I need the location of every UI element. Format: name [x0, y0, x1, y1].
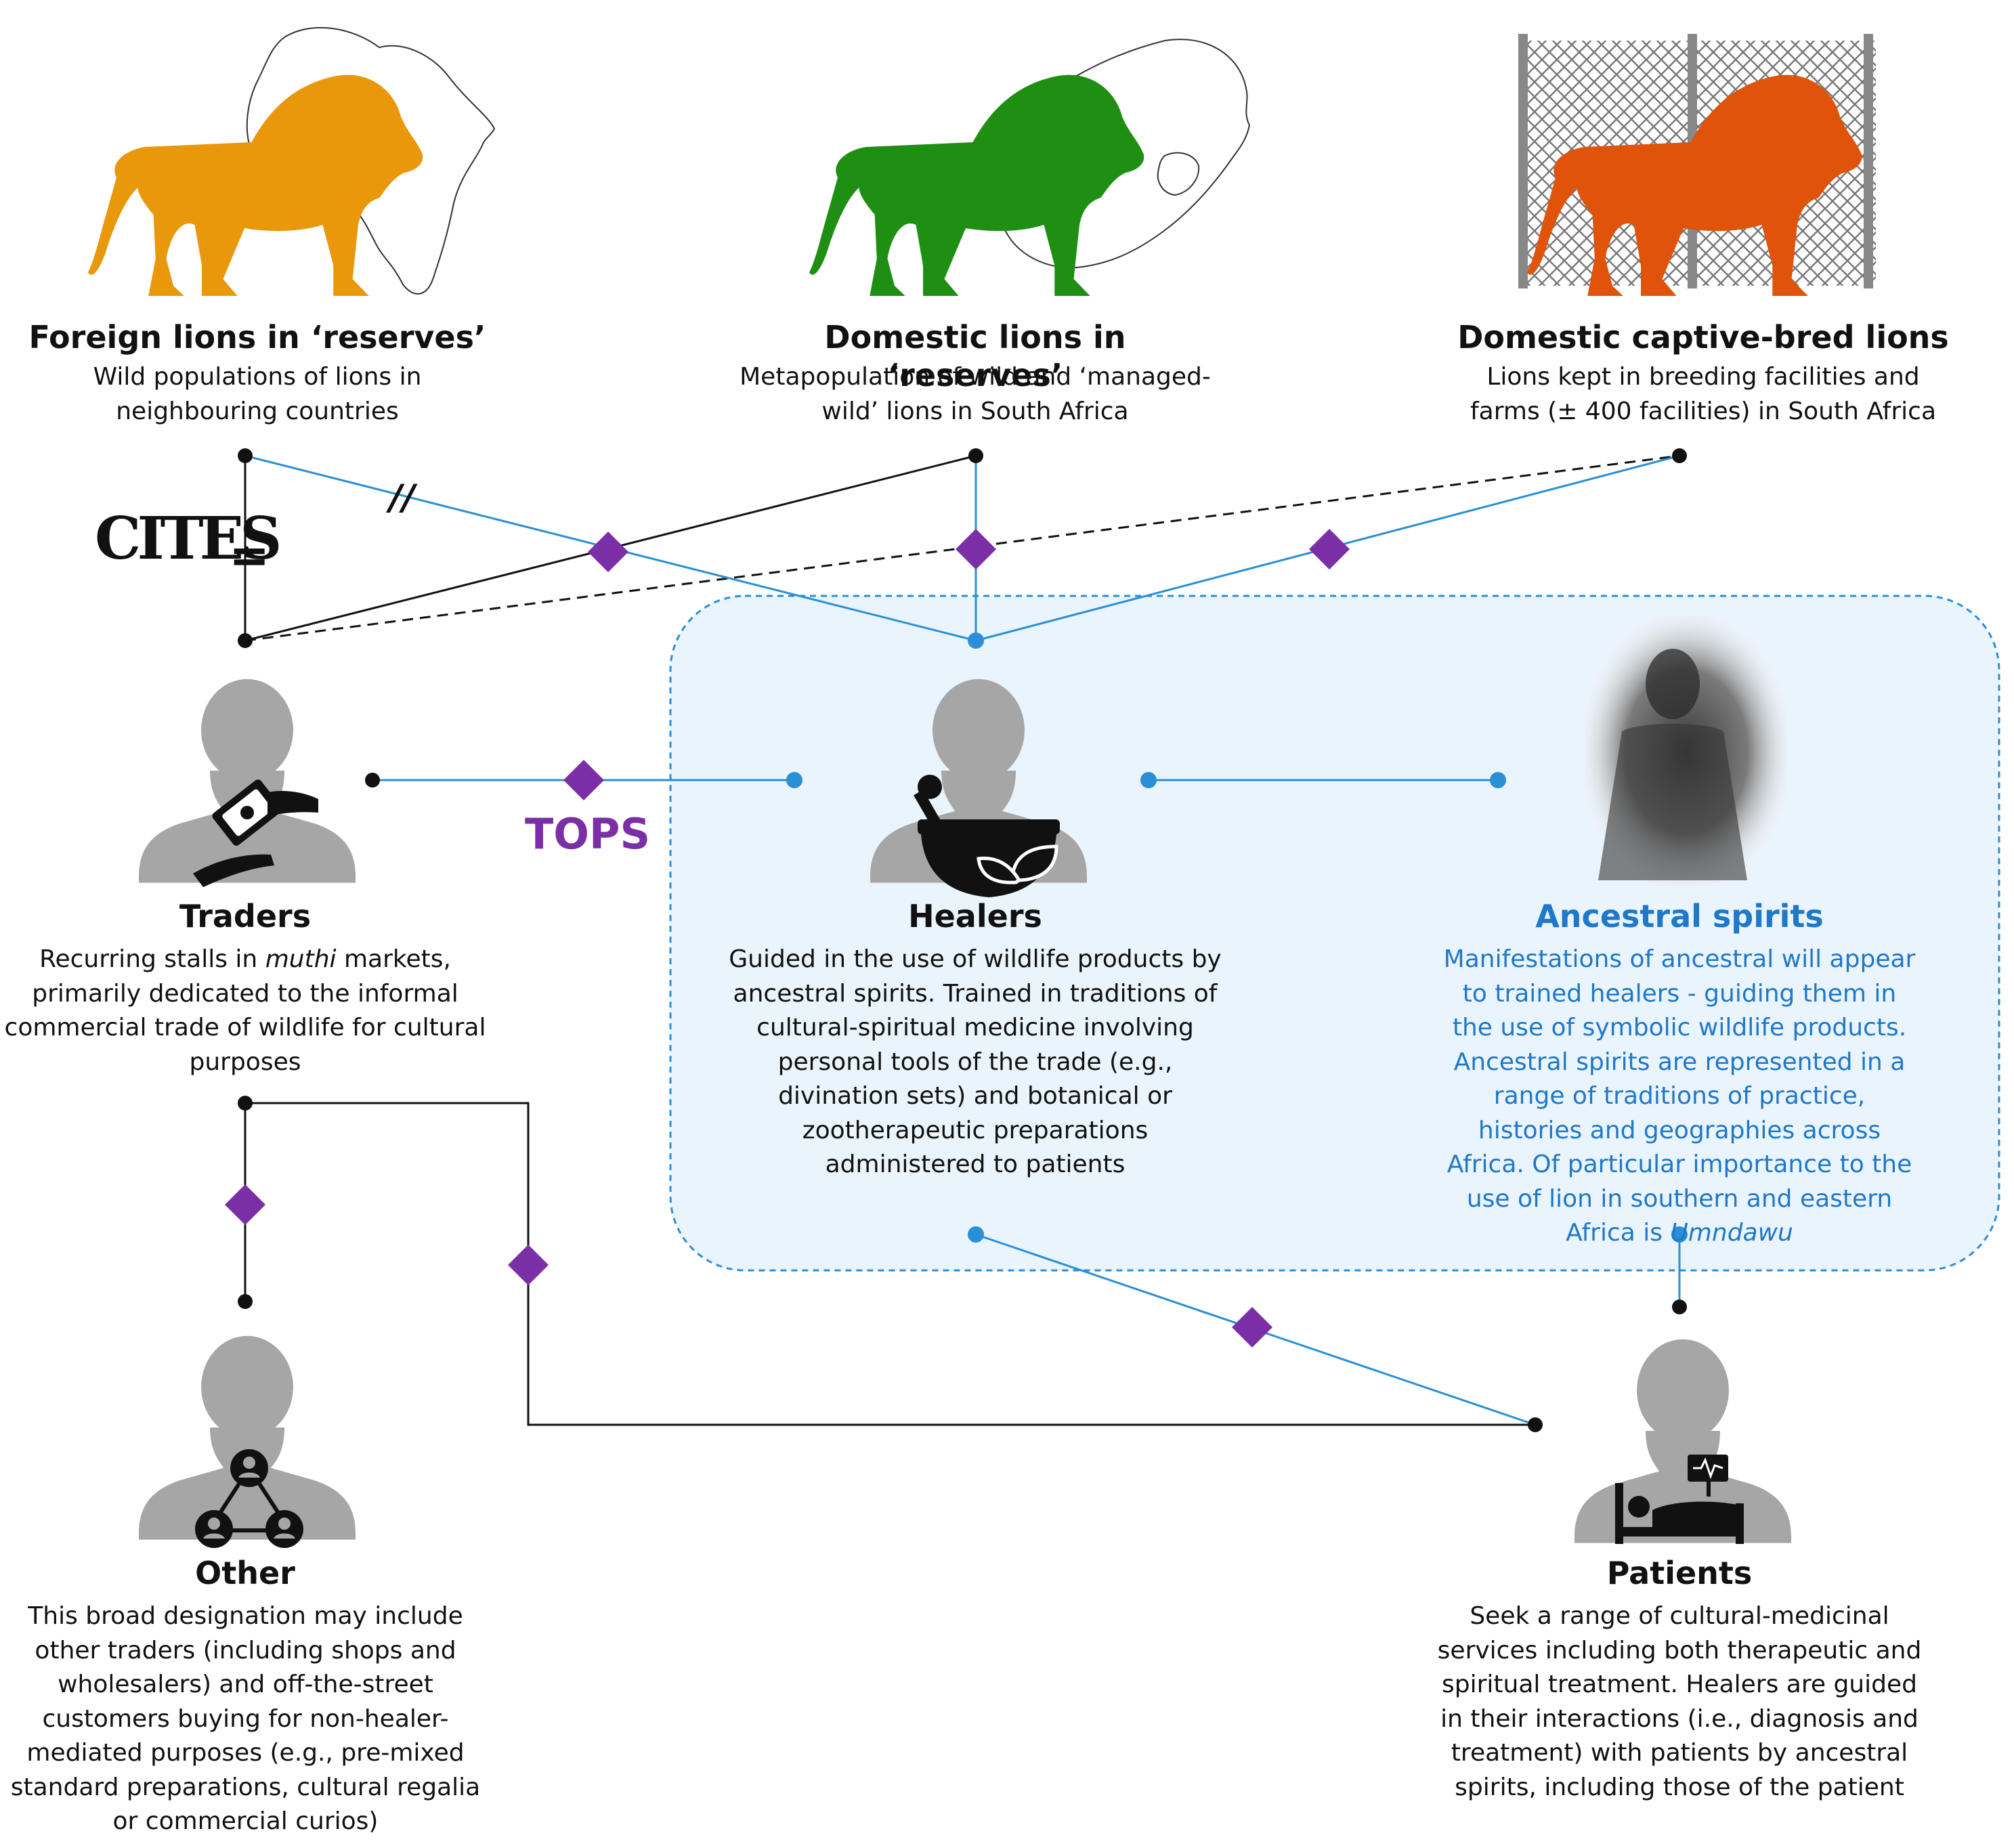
- ancestral-spirits-title: Ancestral spirits: [1535, 898, 1824, 934]
- diamond-foreign-healers: [588, 532, 628, 572]
- network-people-icon: [195, 1449, 303, 1548]
- cites-logo: CITES: [95, 504, 282, 573]
- other-title: Other: [195, 1555, 295, 1591]
- healers-title: Healers: [908, 898, 1042, 934]
- patients-title: Patients: [1606, 1555, 1753, 1591]
- regulation-diamonds: [225, 529, 1350, 1348]
- muthi-term: muthi: [265, 945, 337, 973]
- foreign-lions-desc: Wild populations of lions in neighbourin…: [93, 363, 422, 425]
- foreign-lions-title: Foreign lions in ‘reserves’: [28, 319, 486, 356]
- fence-post-left: [1518, 34, 1528, 288]
- hospital-bed-icon: [1615, 1455, 1744, 1544]
- diamond-traders-patients: [508, 1245, 549, 1285]
- mortar-pestle-icon: [914, 775, 1060, 897]
- cites-equals-symbol: =: [229, 527, 270, 584]
- ancestral-spirits-desc: Manifestations of ancestral will appear …: [1443, 945, 1916, 1247]
- diamond-captive-healers: [1309, 529, 1350, 570]
- diamond-traders-other: [225, 1184, 265, 1225]
- connector-dots: [238, 448, 1688, 1432]
- ancestral-spirit-figure: [1585, 616, 1788, 887]
- captive-lions-desc: Lions kept in breeding facilities and fa…: [1470, 363, 1937, 425]
- patients-desc: Seek a range of cultural-medicinal servi…: [1437, 1602, 1922, 1801]
- domestic-reserve-lions-title: Domestic lions in ‘reserves’: [824, 319, 1126, 393]
- fence-post-right: [1864, 34, 1873, 288]
- foreign-lion-silhouette: [88, 74, 423, 296]
- other-person-icon: [139, 1335, 356, 1540]
- tops-label: TOPS: [525, 809, 651, 859]
- captive-lions-title: Domestic captive-bred lions: [1457, 319, 1949, 356]
- domestic-reserve-lion-silhouette: [809, 74, 1144, 296]
- traders-person-icon: [139, 679, 356, 883]
- umndawu-term: Umndawu: [1670, 1219, 1793, 1247]
- lesotho-map-outline: [1157, 152, 1200, 196]
- domestic-reserve-lions-desc: Metapopulation of wild and ‘managed-wild…: [740, 363, 1211, 425]
- healers-desc: Guided in the use of wildlife products b…: [729, 945, 1222, 1178]
- diamond-traders-healers: [563, 760, 604, 800]
- traders-desc: Recurring stalls in muthi markets, prima…: [4, 945, 486, 1076]
- traders-title: Traders: [179, 898, 312, 934]
- money-exchange-icon: [193, 779, 318, 887]
- not-equal-mark: //: [386, 477, 418, 518]
- diamond-healers-patients: [1232, 1307, 1272, 1348]
- diamond-domestic-healers: [956, 529, 996, 570]
- other-desc: This broad designation may include other…: [10, 1602, 481, 1835]
